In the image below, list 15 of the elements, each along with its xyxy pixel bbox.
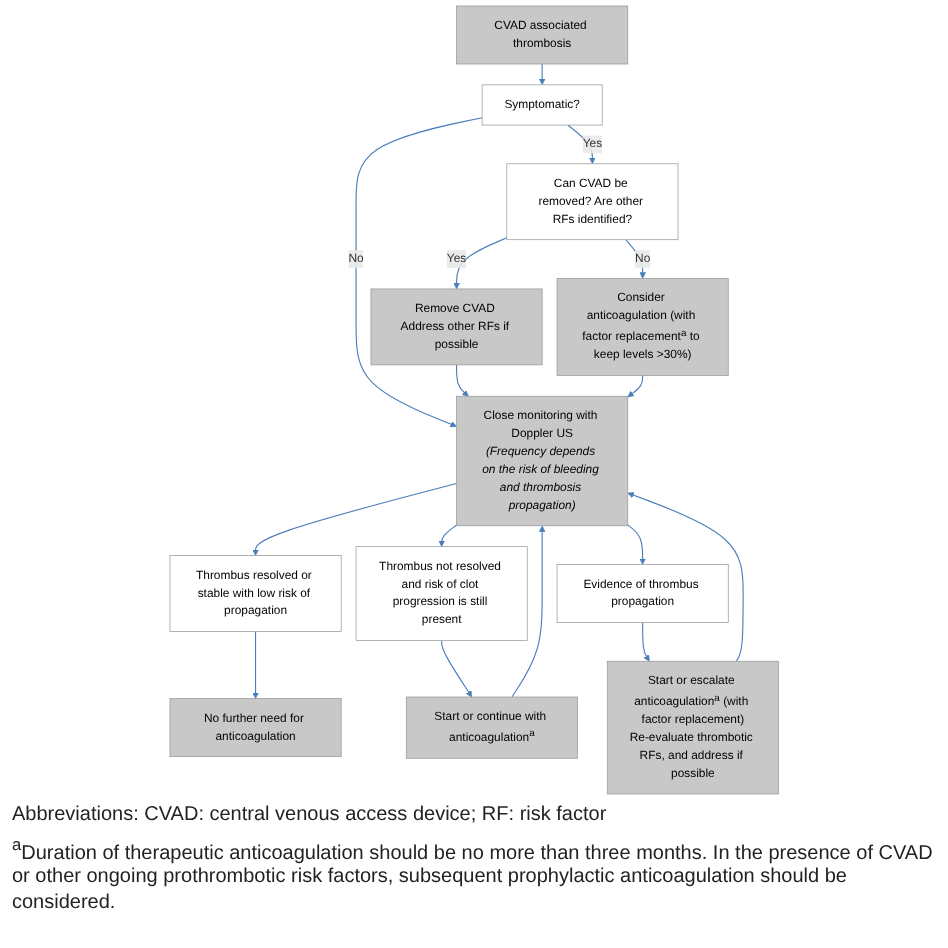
arrow bbox=[511, 525, 546, 698]
arrow bbox=[626, 524, 646, 565]
arrow bbox=[252, 630, 259, 699]
arrow bbox=[641, 622, 650, 662]
arrow bbox=[438, 524, 457, 547]
arrow bbox=[252, 482, 457, 556]
arrow bbox=[453, 237, 508, 290]
arrow bbox=[627, 374, 643, 398]
arrow bbox=[440, 639, 472, 698]
arrow bbox=[538, 63, 546, 86]
arrow bbox=[355, 117, 483, 428]
arrow bbox=[455, 364, 469, 397]
footnote-text: Abbreviations: CVAD: central venous access device; RF: risk factor bbox=[12, 804, 609, 829]
arrow bbox=[627, 492, 744, 662]
footnote-text: $^{a}$Duration of therapeutic anticoagulation should be no more than three months. In the presence of CVAD or other ongoing prothrombotic risk factors, subsequent prophylactic anticoagulation should be considered. bbox=[12, 833, 935, 917]
